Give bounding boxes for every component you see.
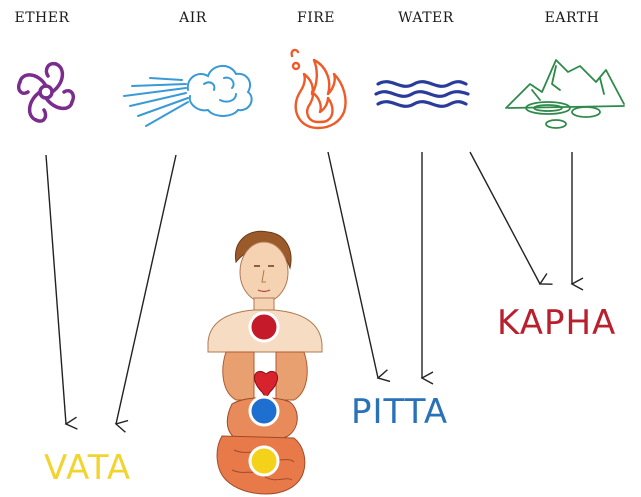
water-waves-icon (376, 82, 468, 107)
earth-mountains-icon (506, 60, 624, 128)
dosha-pitta: PITTA (351, 392, 448, 432)
human-body-illustration (208, 231, 322, 494)
dosha-kapha: KAPHA (497, 303, 616, 343)
fire-flame-icon (292, 50, 346, 128)
chakra-red (250, 313, 278, 341)
dosha-vata: VATA (44, 448, 131, 488)
arrow-ether-to-vata (46, 155, 66, 424)
arrow-water-to-kapha (470, 152, 540, 284)
arrow-air-to-vata (116, 155, 176, 424)
arrows (46, 152, 572, 424)
air-wind-cloud-icon (124, 66, 252, 126)
arrow-fire-to-pitta (328, 152, 378, 378)
chakra-blue (250, 397, 278, 425)
chakra-yellow (250, 447, 278, 475)
ether-swirl-icon (19, 64, 74, 121)
